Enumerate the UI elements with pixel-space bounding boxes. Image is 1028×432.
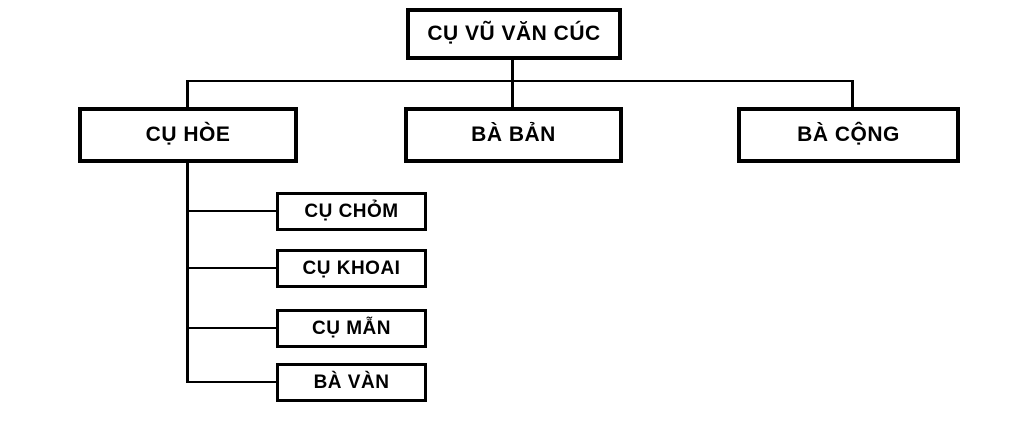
tree-node-cu-man-label: CỤ MẪN — [312, 317, 391, 339]
tree-node-cu-khoai-label: CỤ KHOAI — [302, 257, 401, 279]
connector-root-drop — [511, 60, 514, 107]
connector-cu-hoe-spine — [186, 163, 189, 383]
tree-node-cu-man: CỤ MẪN — [276, 309, 427, 348]
connector-stub-cu-khoai — [186, 267, 276, 269]
tree-node-root-label: CỤ VŨ VĂN CÚC — [427, 22, 601, 45]
connector-stub-cu-man — [186, 327, 276, 329]
tree-node-ba-van: BÀ VÀN — [276, 363, 427, 402]
connector-gen2-horizontal-bar — [186, 80, 854, 82]
tree-node-ba-cong-label: BÀ CỘNG — [797, 123, 900, 146]
tree-node-cu-chom-label: CỤ CHỎM — [304, 200, 399, 222]
tree-node-cu-khoai: CỤ KHOAI — [276, 249, 427, 288]
connector-stub-cu-chom — [186, 210, 276, 212]
tree-node-root: CỤ VŨ VĂN CÚC — [406, 8, 622, 60]
connector-stub-ba-van — [186, 381, 276, 383]
tree-node-cu-chom: CỤ CHỎM — [276, 192, 427, 231]
tree-node-cu-hoe-label: CỤ HÒE — [145, 123, 231, 146]
tree-node-ba-van-label: BÀ VÀN — [313, 371, 390, 393]
tree-node-cu-hoe: CỤ HÒE — [78, 107, 298, 163]
tree-node-ba-cong: BÀ CỘNG — [737, 107, 960, 163]
tree-node-ba-ban: BÀ BẢN — [404, 107, 623, 163]
tree-node-ba-ban-label: BÀ BẢN — [471, 123, 556, 146]
connector-drop-ba-cong — [851, 82, 854, 107]
connector-drop-cu-hoe — [186, 82, 189, 107]
